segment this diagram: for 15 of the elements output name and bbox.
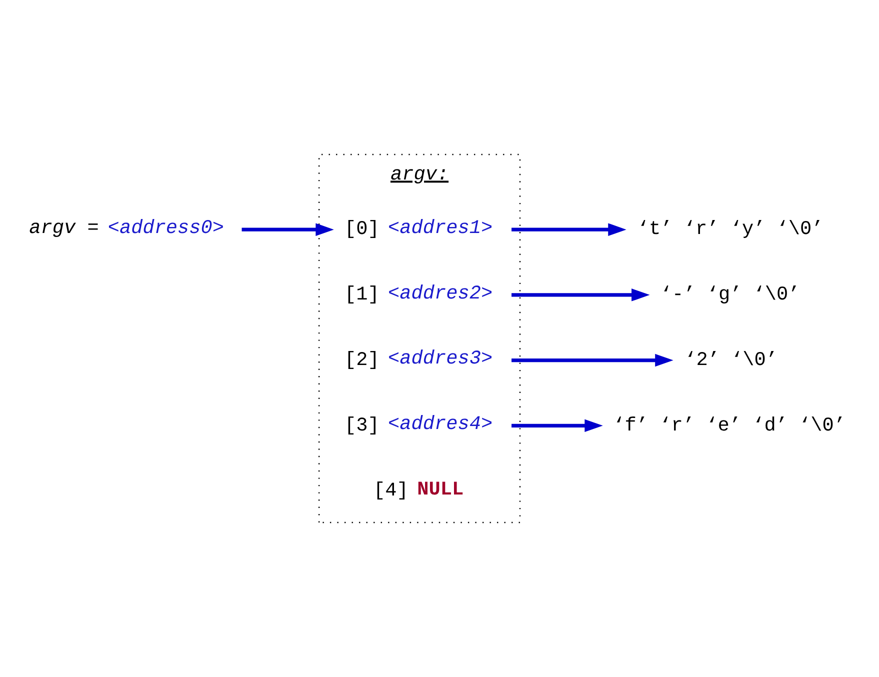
- arrow: [512, 354, 674, 367]
- arrow: [242, 223, 334, 236]
- node-text: [2] <addres3>: [344, 348, 493, 371]
- arrow: [512, 288, 650, 302]
- node-text: [3] <addres4>: [344, 413, 493, 436]
- node-text: ‘2’ ‘\0’: [684, 348, 778, 371]
- node-text: ‘t’ ‘r’ ‘y’ ‘\0’: [637, 218, 824, 240]
- arrow: [512, 419, 603, 432]
- node-text: [1] <addres2>: [344, 282, 493, 306]
- node-text: ‘-’ ‘g’ ‘\0’: [660, 284, 800, 306]
- arrow: [512, 223, 626, 236]
- node-text: [4] NULL: [374, 478, 464, 502]
- node-text: argv = <address0>: [29, 216, 224, 239]
- node-text: ‘f’ ‘r’ ‘e’ ‘d’ ‘\0’: [613, 414, 846, 436]
- node-text: [0] <addres1>: [344, 216, 493, 240]
